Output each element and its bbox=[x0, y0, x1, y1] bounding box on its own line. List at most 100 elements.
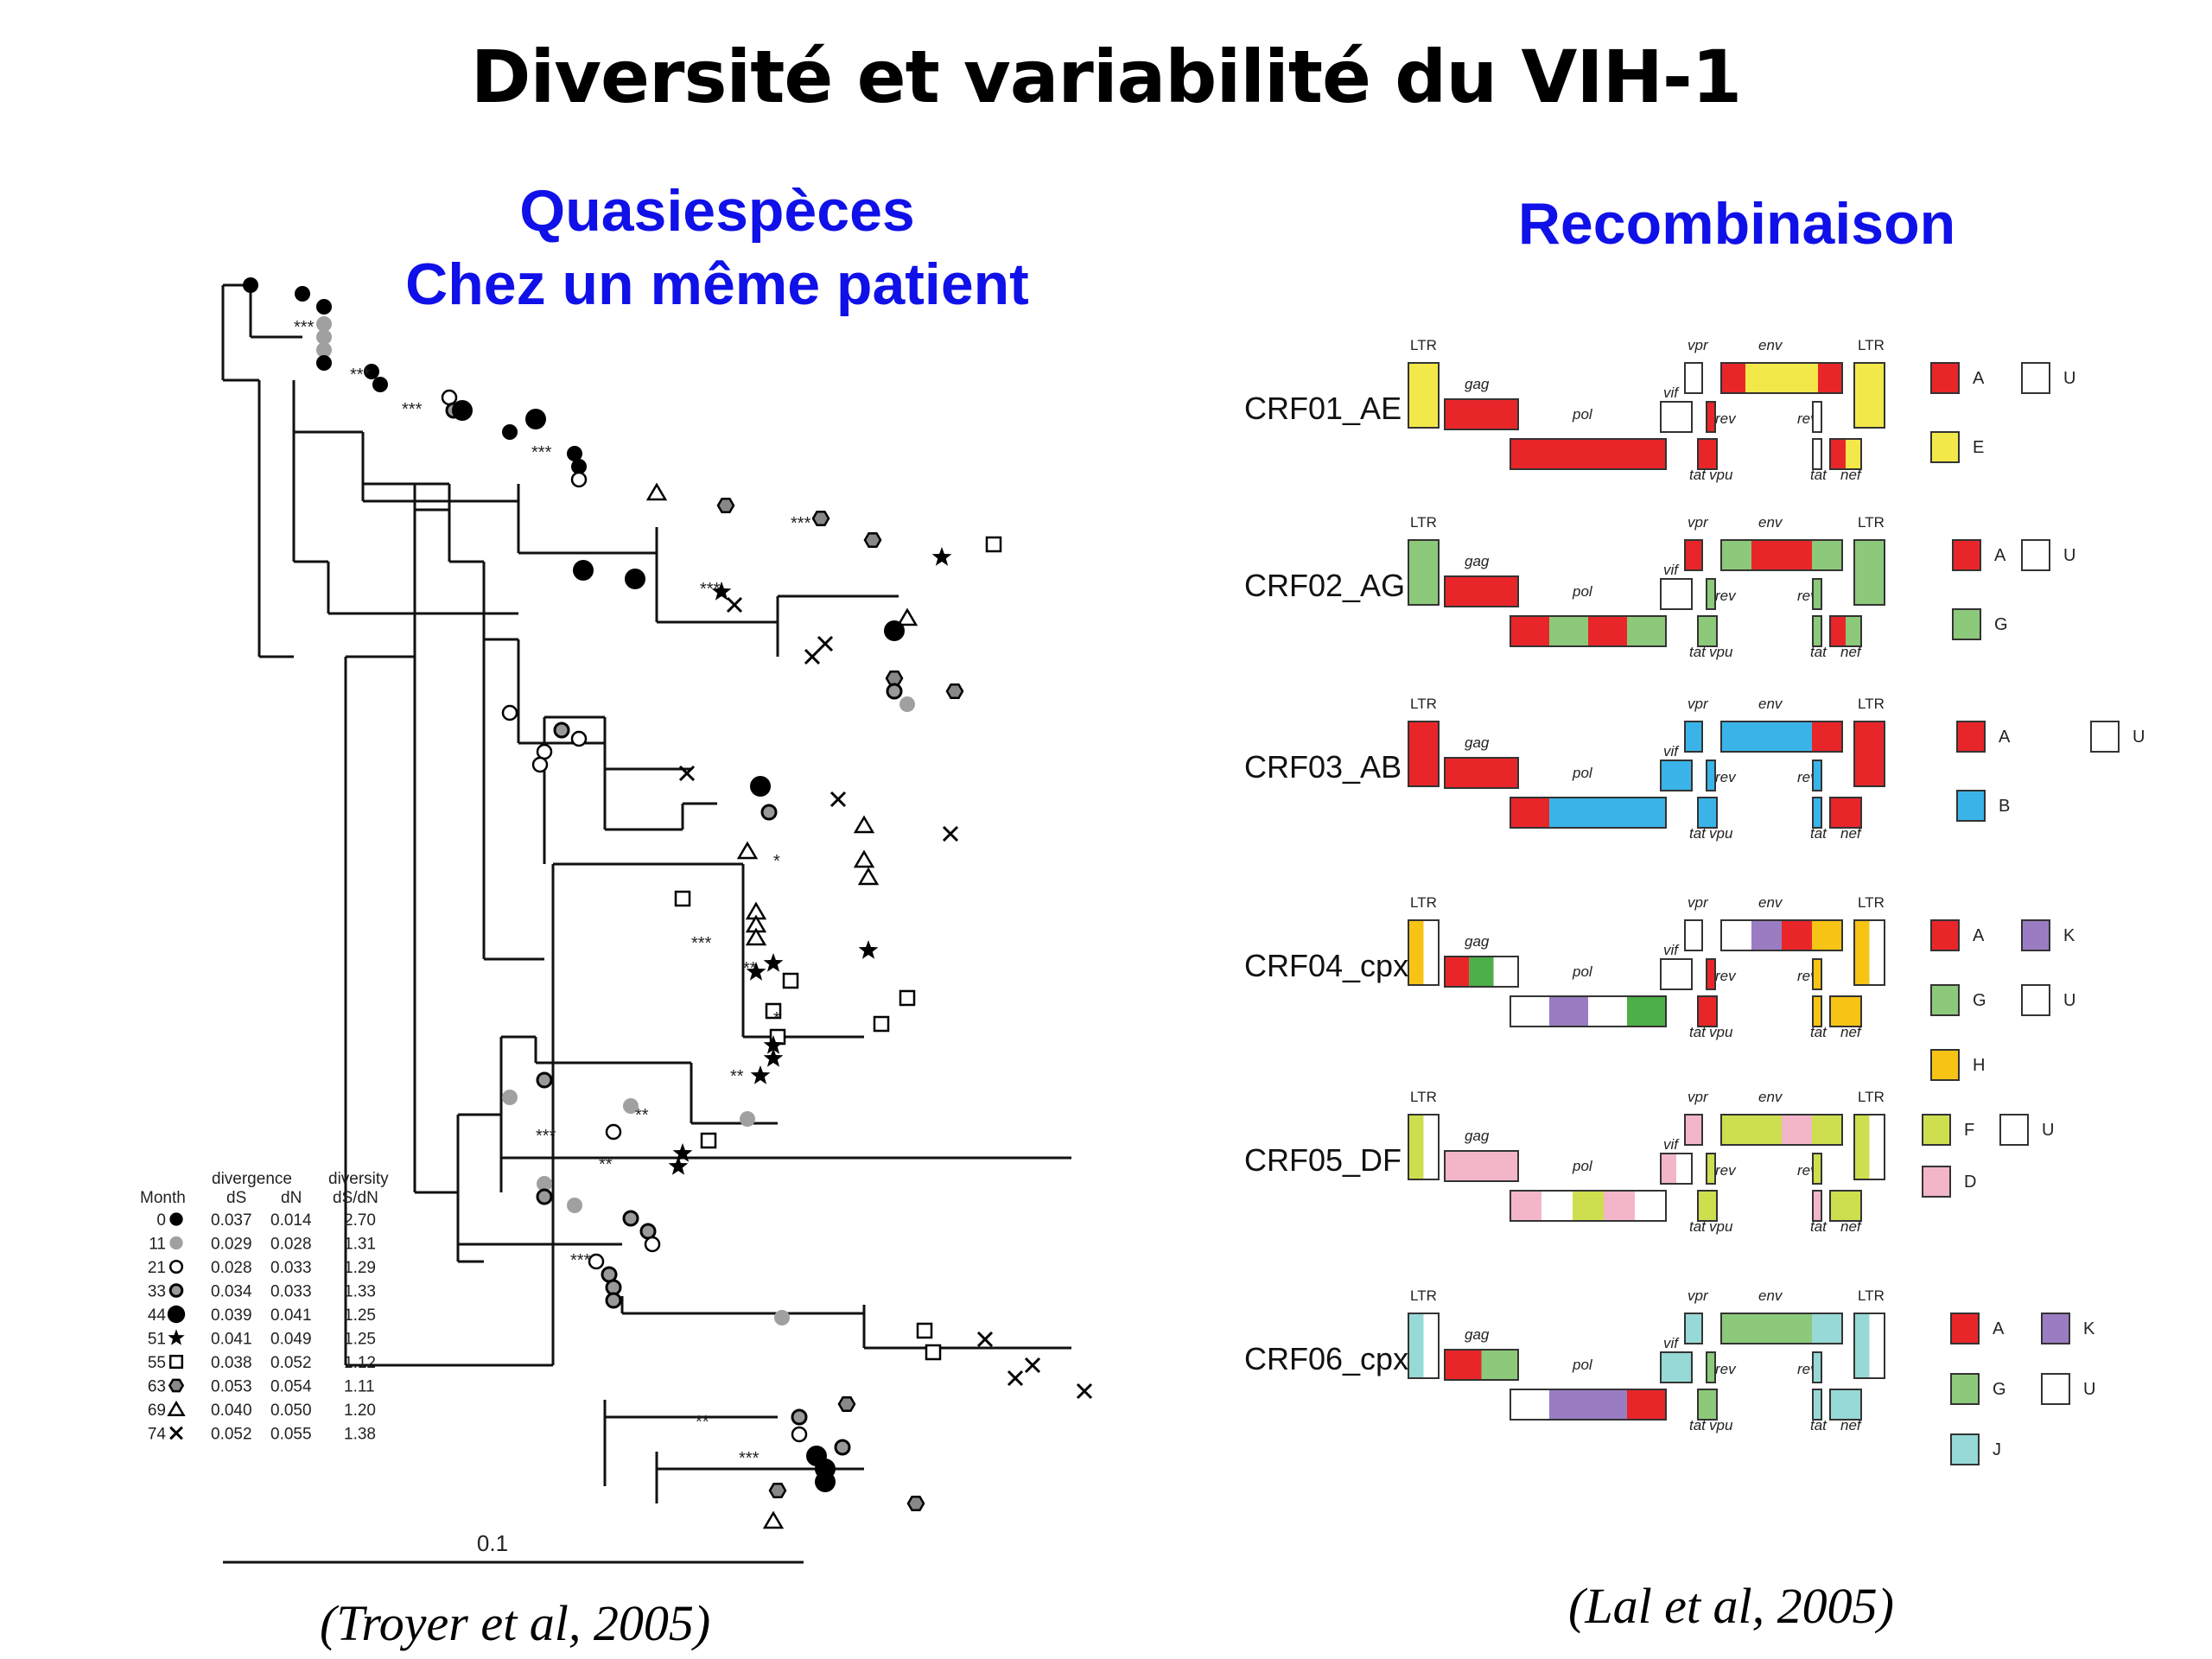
env-box-segment bbox=[1782, 920, 1812, 950]
gag-box-outline bbox=[1444, 1150, 1519, 1182]
vpr-label: vpr bbox=[1688, 337, 1709, 353]
tat-vpu-box-segment bbox=[1698, 616, 1717, 646]
tat-label: tat bbox=[1689, 644, 1707, 660]
tat-label: tat bbox=[1810, 644, 1827, 660]
triangle-marker bbox=[645, 482, 668, 501]
legend-divergence-header: divergence bbox=[212, 1170, 292, 1188]
legend-dn: 0.033 bbox=[270, 1283, 312, 1301]
gray-circle-marker bbox=[537, 1176, 552, 1192]
legend-month: 63 bbox=[148, 1378, 166, 1396]
open-circle-marker bbox=[605, 1123, 622, 1141]
gray-circle-marker bbox=[169, 1236, 183, 1250]
env-box-segment bbox=[1818, 363, 1842, 393]
ltr5-box-outline bbox=[1408, 721, 1440, 787]
triangle-marker bbox=[896, 607, 918, 626]
vif-box-segment bbox=[1661, 760, 1692, 791]
subtype-label: A bbox=[1973, 369, 1985, 388]
subtype-swatch-b bbox=[1956, 790, 1986, 822]
subtype-label: U bbox=[2063, 991, 2075, 1010]
vif-label: vif bbox=[1663, 385, 1680, 401]
cross-marker bbox=[817, 635, 834, 652]
legend-month: 69 bbox=[148, 1402, 166, 1420]
tat-vpu-box bbox=[1697, 1190, 1718, 1222]
pol-box-segment bbox=[1510, 996, 1549, 1027]
gag-box-segment bbox=[1469, 957, 1494, 987]
legend-ds-header: dS bbox=[226, 1189, 246, 1207]
env-box bbox=[1720, 539, 1843, 571]
subtype-swatch-u bbox=[1999, 1114, 2029, 1146]
cross-marker bbox=[804, 648, 821, 665]
ltr5-box bbox=[1408, 1313, 1440, 1379]
ltr5-box-segment bbox=[1408, 363, 1439, 428]
gag-box-segment bbox=[1493, 957, 1518, 987]
support-label: ** bbox=[730, 1067, 744, 1086]
legend-month: 44 bbox=[148, 1306, 167, 1325]
vpu-label: vpu bbox=[1709, 644, 1733, 660]
tat-vpu-box-outline bbox=[1697, 438, 1718, 470]
pol-box-outline bbox=[1510, 995, 1667, 1027]
rev-exon2-box-outline bbox=[1812, 1153, 1822, 1185]
filled-circle-small-marker bbox=[169, 1212, 183, 1226]
ltr3-box-segment bbox=[1854, 920, 1870, 985]
cross-marker bbox=[1024, 1357, 1041, 1374]
pol-box-segment bbox=[1510, 616, 1549, 646]
rev-label: rev bbox=[1715, 769, 1737, 785]
pol-box bbox=[1510, 797, 1667, 829]
star-marker bbox=[168, 1329, 185, 1345]
legend-dn: 0.055 bbox=[270, 1426, 312, 1444]
pol-box bbox=[1510, 995, 1667, 1027]
nef-box-outline bbox=[1829, 797, 1862, 829]
tat-exon2-box-outline bbox=[1812, 995, 1822, 1027]
support-label: ** bbox=[696, 1413, 709, 1432]
pol-box-segment bbox=[1588, 996, 1627, 1027]
tat-exon2-box bbox=[1812, 797, 1822, 829]
support-label: * bbox=[773, 1009, 780, 1028]
subtype-swatch-a bbox=[1950, 1313, 1980, 1344]
star-marker bbox=[763, 953, 784, 972]
open-circle-marker bbox=[570, 730, 588, 747]
rev-exon2-box bbox=[1812, 1153, 1822, 1185]
star-marker bbox=[711, 582, 732, 601]
nef-label: nef bbox=[1840, 825, 1863, 842]
ltr-label: LTR bbox=[1410, 337, 1437, 353]
subtype-swatch-g bbox=[1950, 1373, 1980, 1405]
nef-label: nef bbox=[1840, 644, 1863, 660]
citation-lal: (Lal et al, 2005) bbox=[1568, 1578, 1894, 1634]
env-box-segment bbox=[1721, 363, 1745, 393]
env-box-segment bbox=[1721, 1313, 1751, 1344]
triangle-marker bbox=[736, 841, 759, 860]
rev-exon1-box bbox=[1706, 760, 1716, 791]
pol-box-segment bbox=[1588, 1389, 1627, 1420]
gray-circle-marker bbox=[316, 329, 332, 345]
subtype-label: E bbox=[1973, 438, 1984, 457]
open-square-marker bbox=[899, 989, 916, 1007]
env-box-segment bbox=[1782, 721, 1812, 752]
legend-ratio: 2.70 bbox=[344, 1211, 376, 1230]
tat-exon2-box-outline bbox=[1812, 615, 1822, 647]
ltr5-box-segment bbox=[1408, 540, 1439, 605]
gag-box-segment bbox=[1445, 758, 1518, 788]
tat-vpu-box-outline bbox=[1697, 797, 1718, 829]
vif-box bbox=[1660, 958, 1693, 990]
ltr-label: LTR bbox=[1410, 696, 1437, 712]
vif-box bbox=[1660, 1351, 1693, 1383]
vif-box bbox=[1660, 1153, 1693, 1185]
ltr5-box bbox=[1408, 539, 1440, 606]
tat-exon2-box-segment bbox=[1813, 439, 1821, 469]
subtype-label: U bbox=[2133, 728, 2145, 747]
legend-ratio: 1.29 bbox=[344, 1259, 376, 1277]
vif-box-outline bbox=[1660, 1153, 1693, 1185]
legend-ratio: 1.33 bbox=[344, 1283, 376, 1301]
env-box-segment bbox=[1751, 920, 1782, 950]
tat-exon2-box-segment bbox=[1813, 1191, 1821, 1221]
nef-box-segment bbox=[1846, 616, 1861, 646]
hexagon-marker bbox=[716, 497, 735, 514]
legend-month-header: Month bbox=[140, 1189, 186, 1207]
gag-box-segment bbox=[1445, 1350, 1482, 1380]
filled-circle-large-marker bbox=[167, 1305, 186, 1324]
star-marker bbox=[931, 547, 952, 566]
